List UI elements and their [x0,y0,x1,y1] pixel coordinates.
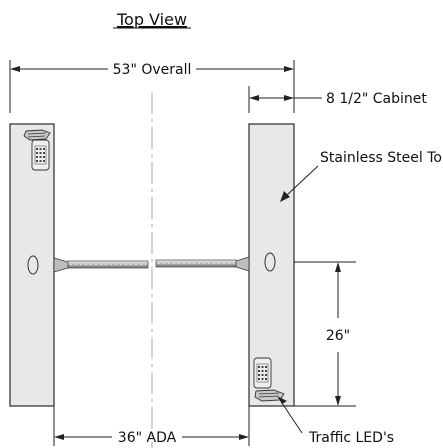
traffic-leds-callout: Traffic LED's [277,396,394,446]
right-traffic-led-icon [254,389,285,402]
height-dimension-label: 26" [326,328,350,344]
right-barrier-arm [155,256,250,272]
right-cabinet [248,123,295,407]
ada-dimension-label: 36" ADA [118,430,177,446]
ada-dimension: 36" ADA [53,406,250,446]
left-traffic-led-icon [23,129,51,141]
overall-dimension: 53" Overall [9,60,295,113]
left-keypad-reader-icon [31,139,50,171]
stainless-steel-callout: Stainless Steel Top [280,150,443,202]
right-arm-pivot [264,252,276,272]
cabinet-dimension: 8 1/2" Cabinet [248,86,427,113]
cabinet-dimension-label: 8 1/2" Cabinet [326,91,427,107]
overall-dimension-label: 53" Overall [113,62,192,78]
left-arm-pivot [27,255,39,275]
right-keypad-reader-icon [253,357,272,389]
traffic-leds-label: Traffic LED's [308,430,394,446]
left-cabinet [9,123,55,407]
stainless-steel-label: Stainless Steel Top [320,150,443,166]
drawing-title: Top View [116,10,187,29]
left-barrier-arm [53,257,149,273]
height-dimension: 26" [294,261,356,407]
